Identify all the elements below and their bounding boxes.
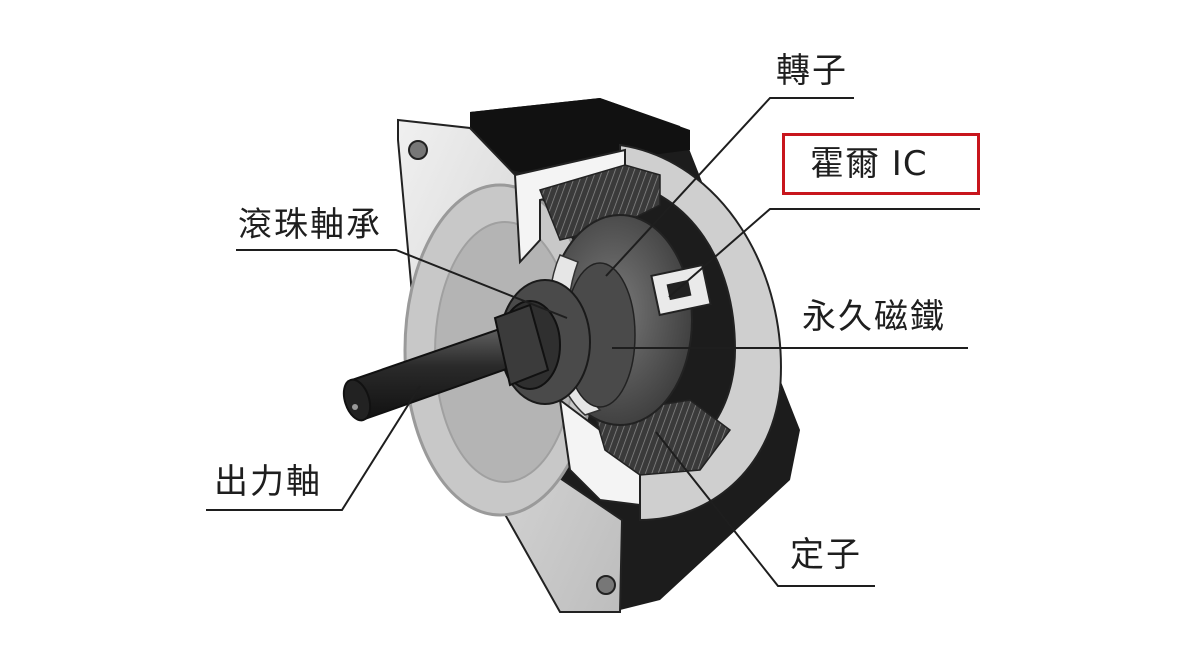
mount-hole-icon bbox=[596, 575, 616, 595]
leader-output-shaft bbox=[206, 385, 421, 511]
leader-ball-bearing bbox=[236, 249, 568, 319]
hall-ic-board bbox=[650, 263, 712, 317]
leader-rotor bbox=[605, 97, 854, 277]
label-stator: 定子 bbox=[790, 535, 862, 575]
label-ball-bearing: 滾珠軸承 bbox=[238, 205, 382, 245]
stator-top bbox=[538, 164, 661, 241]
leader-stator bbox=[655, 431, 875, 587]
leader-hall-ic bbox=[668, 208, 980, 298]
label-permanent-magnet: 永久磁鐵 bbox=[802, 297, 946, 337]
mount-hole-icon bbox=[408, 140, 428, 160]
label-output-shaft: 出力軸 bbox=[214, 462, 322, 502]
label-hall-ic: 霍爾 IC bbox=[810, 144, 928, 184]
hall-ic-highlight-box bbox=[782, 133, 980, 195]
label-rotor: 轉子 bbox=[776, 51, 848, 91]
leader-lines bbox=[206, 97, 980, 587]
output-shaft-assembly bbox=[342, 279, 591, 422]
